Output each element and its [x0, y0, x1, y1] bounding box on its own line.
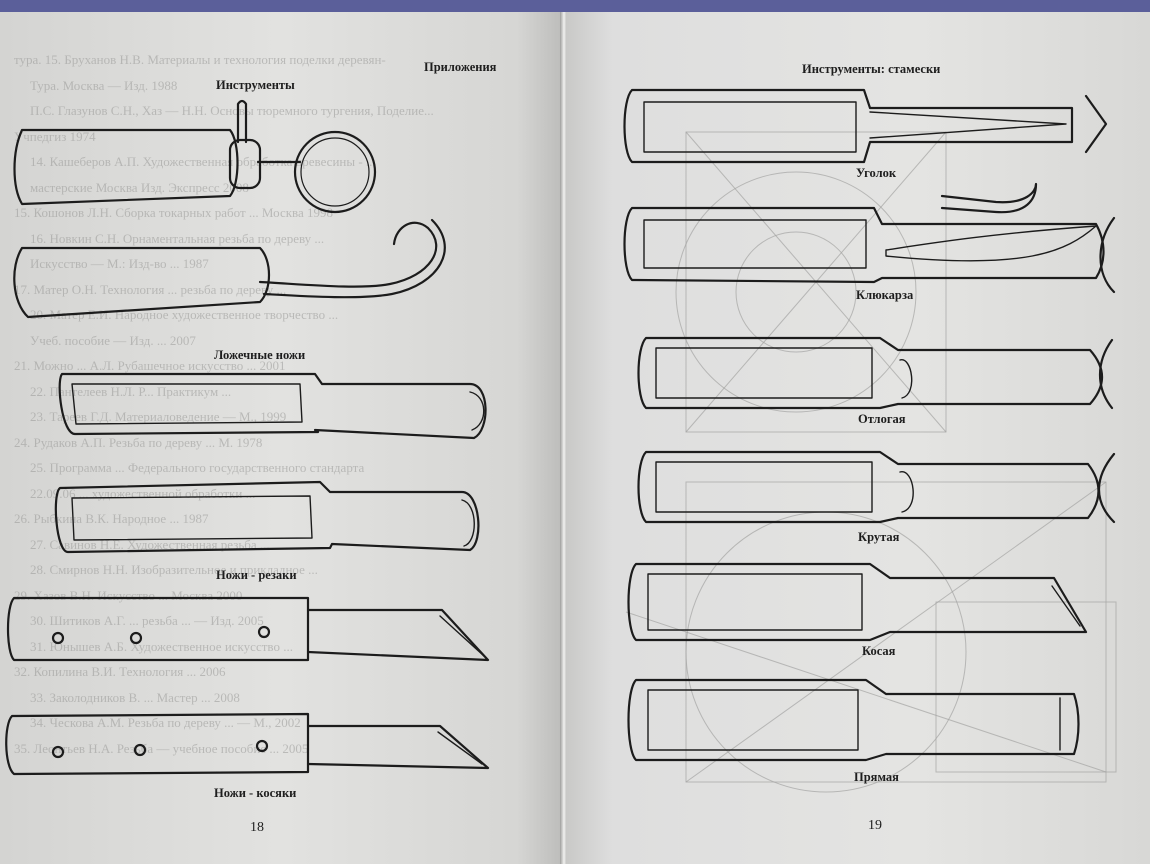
page-title: Инструменты: [216, 78, 295, 92]
ugolok-label: Уголок: [856, 166, 897, 180]
bleed-through-line: 24. Рудаков А.П. Резьба по дереву ... М.…: [14, 434, 263, 450]
bleed-through-line: 23. Тареев Г.Д. Материаловедение — М., 1…: [30, 409, 287, 424]
bleed-through-line: 28. Смирнов Н.Н. Изобразительное и прикл…: [30, 562, 318, 577]
straight-chisel-pryamaya-icon: [627, 678, 1080, 762]
bleed-through-line: 32. Копилина В.И. Технология ... 2006: [14, 664, 226, 679]
otlogaya-label: Отлогая: [858, 412, 906, 426]
bleed-through-line: П.С. Глазунов С.Н., Хаз — Н.Н. Основы тю…: [30, 103, 434, 118]
bleed-through-line: 30. Шитиков А.Г. ... резьба ... — Изд. 2…: [30, 613, 264, 628]
bleed-through-line: 33. Заколодников В. ... Мастер ... 2008: [30, 689, 240, 705]
book-spine: [560, 12, 568, 864]
bleed-through-line: 15. Кошонов Л.Н. Сборка токарных работ .…: [14, 205, 334, 220]
bleed-through-line: 16. Новкин С.Н. Орнаментальная резьба по…: [30, 230, 325, 246]
appendix-header: Приложения: [424, 60, 497, 74]
bleed-through-line: 26. Рыбкина В.К. Народное ... 1987: [14, 511, 209, 526]
klyukarza-label: Клюкарза: [856, 288, 914, 302]
bleed-through-line: Учпедгиз 1974: [14, 128, 96, 144]
bleed-through-line: 14. Кашеберов А.П. Художественная обрабо…: [30, 154, 376, 169]
skew-knife-icon: [6, 596, 490, 662]
cutter-knife-icon: [58, 372, 487, 440]
bleed-through-line: тура. 15. Бруханов Н.В. Материалы и техн…: [14, 52, 386, 67]
skew-chisel-kosaya-icon: [627, 562, 1088, 642]
bleed-through-line: 17. Матер О.Н. Технология ... резьба по …: [14, 281, 287, 297]
spoon-knife-ring-icon: [13, 99, 377, 214]
deep-gouge-krutaya-icon: [637, 450, 1116, 524]
bleed-through-line: 35. Леонтьев Н.А. Резьба — учебное пособ…: [14, 740, 309, 756]
page-number: 19: [868, 818, 882, 833]
bent-chisel-klyukarza-icon: [623, 182, 1116, 294]
skew-knives-label: Ножи - косяки: [214, 786, 297, 800]
bleed-through-line: Учеб. пособие — Изд. ... 2007: [30, 332, 196, 348]
bleed-through-line: 20. Матер Е.И. Народное художественное т…: [30, 307, 339, 322]
skew-knife-icon: [5, 712, 490, 776]
bleed-through-line: 21. Можно ... А.Л. Рубашечное искусство …: [14, 358, 286, 373]
bleed-through-line: 22. Пантелеев Н.Л. Р... Практикум ...: [30, 383, 232, 399]
left-page: тура. 15. Бруханов Н.В. Материалы и техн…: [0, 12, 562, 864]
bleed-through-line: мастерские Москва Изд. Экспресс 2008: [30, 179, 249, 195]
bleed-through-line: Искусство — М.: Изд-во ... 1987: [30, 256, 209, 271]
v-chisel-ugolok-icon: [623, 88, 1108, 164]
cutter-knives-label: Ножи - резаки: [216, 568, 297, 582]
bleed-through-line: 34. Ческова А.М. Резьба по дереву ... — …: [30, 715, 301, 730]
pryamaya-label: Прямая: [854, 770, 899, 784]
bleed-through-line: 25. Программа ... Федерального государст…: [30, 460, 365, 475]
page-title: Инструменты: стамески: [802, 62, 941, 76]
kosaya-label: Косая: [862, 644, 896, 658]
page-number: 18: [250, 820, 264, 835]
cutter-knife-icon: [54, 480, 480, 554]
window-top-bar: [0, 0, 1150, 12]
left-tools-illustration: [5, 99, 490, 776]
spoon-knife-hook-icon: [13, 218, 446, 319]
right-chisels-illustration: [623, 88, 1117, 793]
spoon-knives-label: Ложечные ножи: [214, 348, 306, 362]
krutaya-label: Крутая: [858, 530, 900, 544]
bleed-through-line: Тура. Москва — Изд. 1988: [30, 77, 178, 93]
shallow-gouge-otlogaya-icon: [637, 336, 1114, 410]
bleed-through-line: 31. Юнышев А.Б. Художественное искусство…: [30, 638, 293, 654]
right-page: Инструменты: стамески Уголок Клюкарза От…: [566, 12, 1150, 864]
